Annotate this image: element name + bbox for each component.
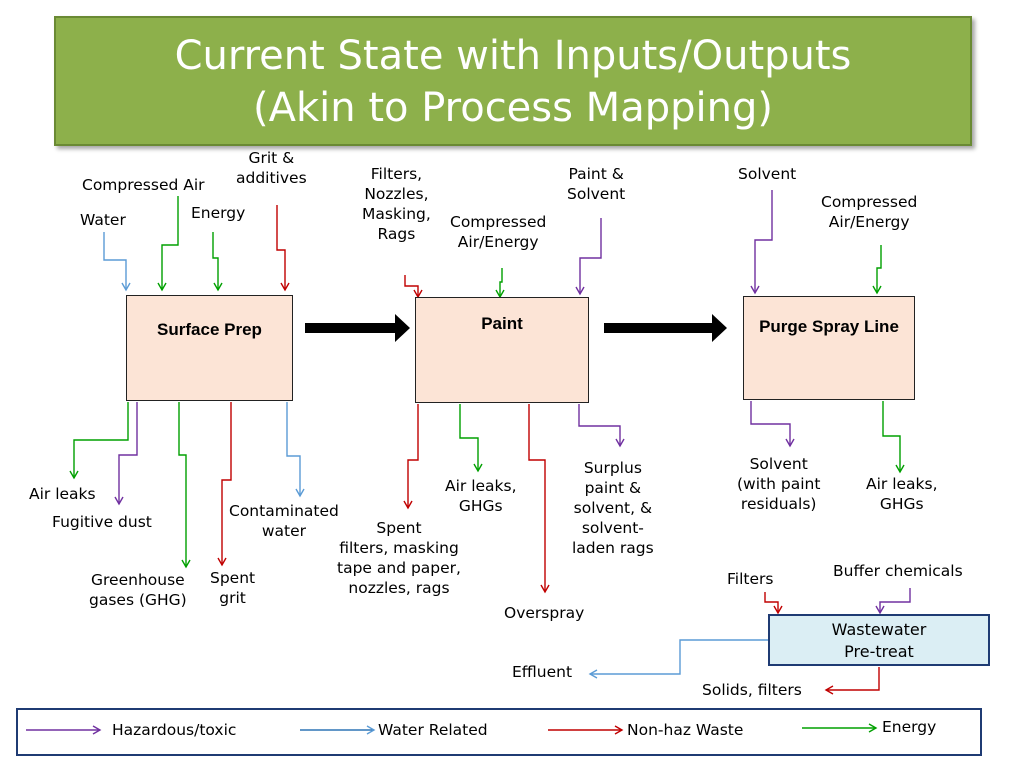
paint-compressed-label: Compressed Air/Energy (450, 213, 547, 251)
ghg-label: Greenhouse gases (GHG) (89, 571, 187, 609)
spent-filters-label: Spent filters, masking tape and paper, n… (337, 519, 461, 597)
wastewater-label-1: Wastewater (831, 620, 927, 639)
legend-nonhaz-label: Non-haz Waste (627, 721, 744, 739)
paint-energy-input-arrow (495, 268, 505, 299)
solvent-residuals-label: Solvent (with paint residuals) (737, 455, 821, 513)
effluent-arrow (588, 639, 768, 679)
contaminated-water-label: Contaminated water (229, 502, 339, 540)
solids-filters-label: Solids, filters (702, 681, 802, 699)
surplus-arrow (578, 404, 625, 448)
legend-energy-label: Energy (882, 718, 937, 736)
flow-arrow-1 (305, 314, 410, 342)
ghg-arrow (178, 402, 191, 569)
flow-arrow-2 (604, 314, 727, 342)
title-line-2: (Akin to Process Mapping) (253, 85, 773, 131)
air-leaks-purge-label: Air leaks, GHGs (866, 475, 938, 513)
title-banner: Current State with Inputs/Outputs (Akin … (54, 16, 972, 146)
paint-box: Paint (415, 297, 589, 403)
solvent-label: Solvent (738, 165, 797, 183)
water-input-arrow (103, 232, 131, 292)
legend-hazardous-label: Hazardous/toxic (112, 721, 237, 739)
solvent-input-arrow (750, 190, 773, 295)
title-line-1: Current State with Inputs/Outputs (174, 33, 852, 79)
legend-water-label: Water Related (378, 721, 488, 739)
energy-label: Energy (191, 204, 246, 222)
filters-ww-arrow (764, 592, 783, 615)
surface-prep-box: Surface Prep (126, 295, 293, 401)
fugitive-dust-label: Fugitive dust (52, 513, 152, 531)
buffer-arrow (875, 588, 911, 615)
compressed-air-input-arrow (157, 196, 179, 292)
air-leaks-sp-arrow (69, 402, 129, 480)
grit-label: Grit & additives (236, 149, 307, 187)
water-label: Water (80, 211, 126, 229)
contaminated-water-arrow (286, 402, 305, 498)
legend-box (16, 708, 982, 756)
air-leaks-sp-label: Air leaks (29, 485, 96, 503)
paint-label: Paint (481, 314, 523, 333)
spent-grit-label: Spent grit (210, 569, 256, 607)
solids-arrow (824, 667, 880, 695)
surface-prep-label: Surface Prep (157, 320, 262, 339)
air-leaks-paint-arrow (459, 404, 483, 473)
overspray-arrow (528, 404, 550, 594)
solvent-residuals-arrow (750, 401, 795, 448)
grit-input-arrow (276, 205, 290, 292)
surplus-label: Surplus paint & solvent, & solvent- lade… (572, 459, 654, 557)
wastewater-label-2: Pre-treat (844, 642, 914, 661)
energy-input-arrow (212, 232, 223, 292)
compressed-air-label: Compressed Air (82, 176, 205, 194)
purge-spray-line-box: Purge Spray Line (743, 296, 915, 400)
filters-nozzles-label: Filters, Nozzles, Masking, Rags (362, 165, 431, 243)
spent-grit-arrow (217, 402, 232, 567)
effluent-label: Effluent (512, 663, 573, 681)
air-leaks-paint-label: Air leaks, GHGs (445, 477, 517, 515)
fugitive-dust-arrow (114, 402, 138, 506)
paint-solvent-label: Paint & Solvent (567, 165, 626, 203)
spent-filters-arrow (403, 404, 419, 510)
filters-ww-label: Filters (727, 570, 774, 588)
filters-input-arrow (404, 275, 423, 299)
purge-compressed-label: Compressed Air/Energy (821, 193, 918, 231)
purge-label: Purge Spray Line (759, 317, 899, 336)
wastewater-pretreat-box: Wastewater Pre-treat (768, 614, 990, 666)
overspray-label: Overspray (504, 604, 585, 622)
paint-solvent-input-arrow (575, 218, 602, 296)
purge-energy-input-arrow (872, 245, 882, 295)
buffer-chemicals-label: Buffer chemicals (833, 562, 963, 580)
air-leaks-purge-arrow (882, 401, 905, 474)
